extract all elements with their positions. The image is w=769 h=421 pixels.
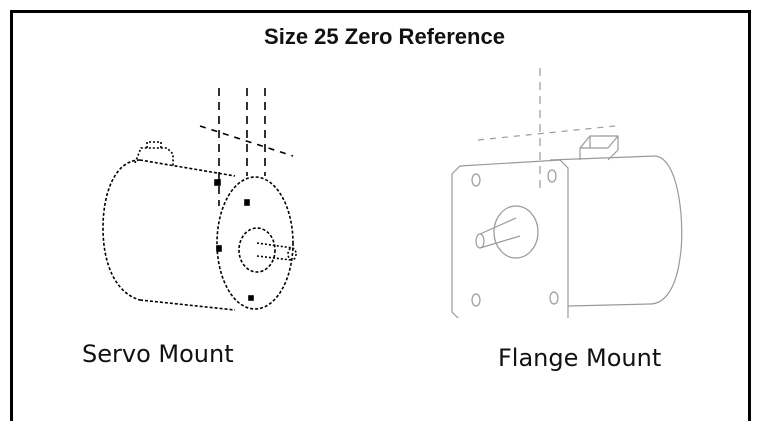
servo-mount-drawing	[95, 88, 305, 313]
flange-mount-caption: Flange Mount	[498, 344, 662, 372]
figure-title: Size 25 Zero Reference	[264, 24, 505, 49]
servo-mount-caption: Servo Mount	[82, 340, 234, 368]
figure-frame	[10, 10, 751, 421]
flange-mount-drawing	[440, 68, 690, 318]
